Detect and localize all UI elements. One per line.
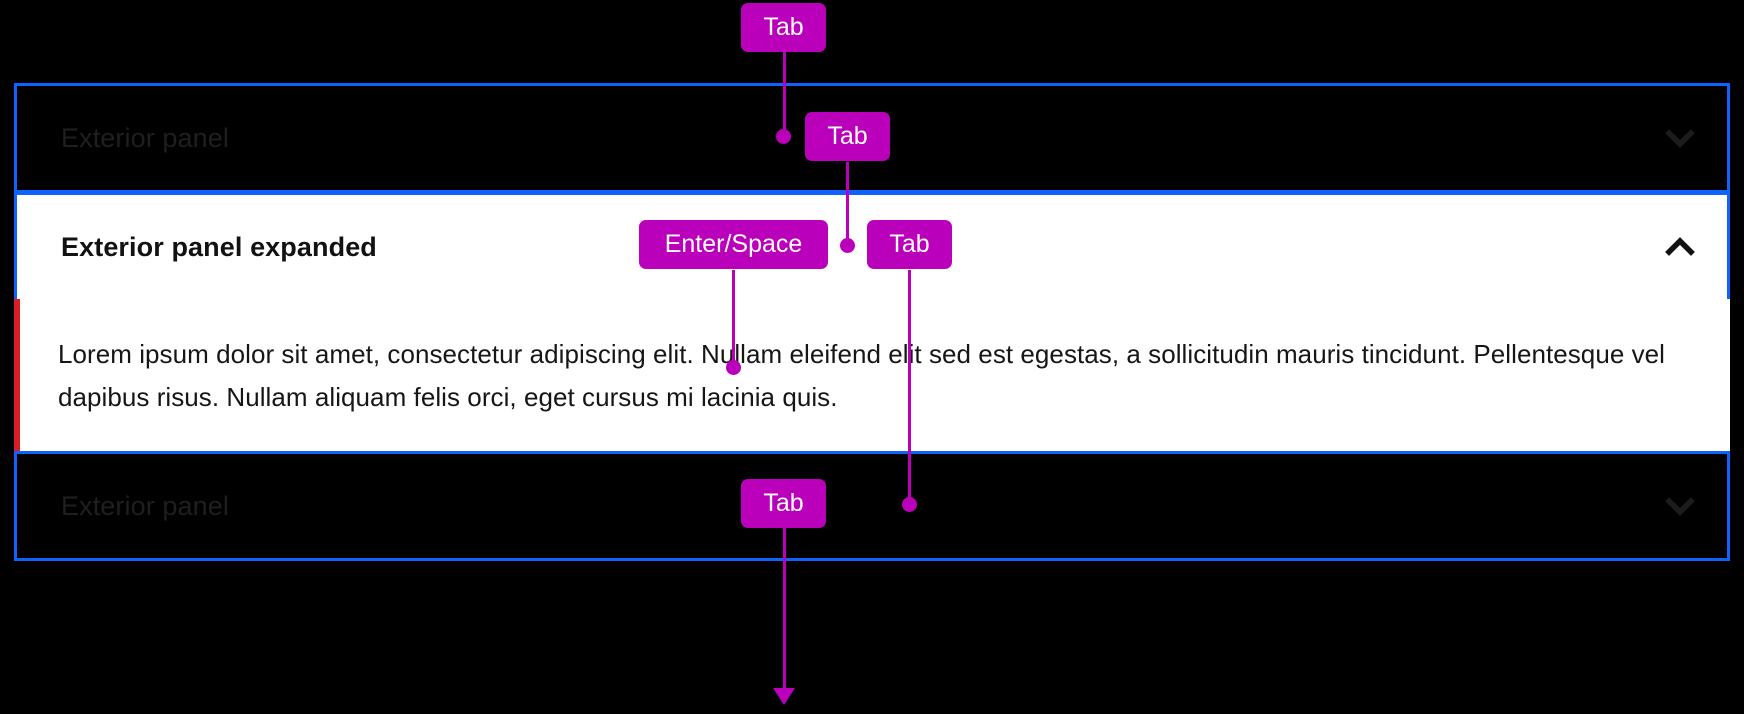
focus-dot-panel-one xyxy=(776,129,791,144)
panel-title-two: Exterior panel expanded xyxy=(61,231,377,262)
connector-tab-top-to-panel-one xyxy=(783,52,786,136)
accordion-header-three[interactable]: Exterior panel xyxy=(17,454,1727,558)
connector-enter-space-to-content xyxy=(732,270,735,369)
key-badge-enter-space: Enter/Space xyxy=(639,220,828,269)
accordion-panel-two-content: Lorem ipsum dolor sit amet, consectetur … xyxy=(14,299,1730,454)
arrow-head-exit-focus xyxy=(773,688,795,705)
chevron-down-icon xyxy=(1659,485,1701,527)
key-badge-tab-header-two: Tab xyxy=(867,220,952,269)
panel-body-text: Lorem ipsum dolor sit amet, consectetur … xyxy=(58,339,1665,412)
chevron-up-icon xyxy=(1659,226,1701,268)
panel-title-three: Exterior panel xyxy=(61,490,229,521)
accordion-panel-one[interactable]: Exterior panel xyxy=(14,83,1730,193)
connector-tab-one-to-expanded-header xyxy=(846,162,849,245)
panel-body-left-rail xyxy=(8,299,14,454)
connector-tab-two-to-panel-three xyxy=(908,270,911,511)
key-badge-tab-header-one: Tab xyxy=(805,112,890,161)
accordion-header-two[interactable]: Exterior panel expanded xyxy=(17,195,1727,299)
focus-dot-panel-content xyxy=(726,360,741,375)
accordion-panel-three[interactable]: Exterior panel xyxy=(14,451,1730,561)
key-badge-tab-bottom-panel: Tab xyxy=(741,479,826,528)
focus-dot-panel-three xyxy=(902,497,917,512)
focus-dot-expanded-header xyxy=(840,238,855,253)
panel-title-one: Exterior panel xyxy=(61,122,229,153)
key-badge-tab-top: Tab xyxy=(741,3,826,52)
chevron-down-icon xyxy=(1659,117,1701,159)
connector-tab-bottom-exit xyxy=(783,528,786,692)
accordion-header-one[interactable]: Exterior panel xyxy=(17,86,1727,190)
